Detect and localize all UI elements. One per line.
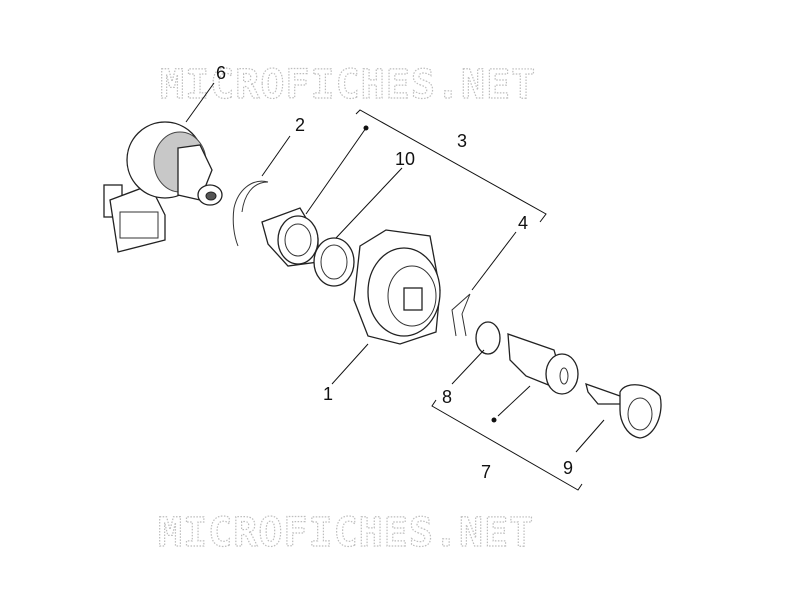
- watermark-top: MICROFICHES.NET: [160, 62, 536, 108]
- leader-4: [471, 231, 517, 291]
- leader-7-barrel: [497, 385, 531, 417]
- washer-outer: [313, 237, 355, 287]
- part-1-lock-housing: [353, 229, 441, 345]
- callout-8: 8: [442, 387, 452, 407]
- callout-6: 6: [216, 63, 226, 83]
- barrel-keyslot: [559, 367, 569, 385]
- leader-lines: [185, 82, 605, 491]
- leader-10: [335, 167, 403, 239]
- callout-2: 2: [295, 115, 305, 135]
- part-3-sleeve: [261, 207, 319, 267]
- leader-6: [185, 82, 215, 123]
- barrel-face: [545, 353, 579, 395]
- switch-keyhole: [205, 191, 217, 201]
- leader-1: [331, 343, 369, 385]
- part-7-lock-barrel: [507, 333, 579, 395]
- callout-3: 3: [457, 131, 467, 151]
- part-9-key: [585, 382, 662, 439]
- bracket-7: [431, 399, 583, 491]
- part-2-spring-clip: [232, 180, 269, 247]
- key-head-grip: [627, 397, 653, 431]
- callout-9: 9: [563, 458, 573, 478]
- key-head: [619, 384, 662, 439]
- key-blade: [585, 382, 623, 405]
- callout-1: 1: [323, 384, 333, 404]
- sleeve-rim: [277, 215, 319, 265]
- bracket-7-dot: [491, 417, 497, 423]
- callout-7: 7: [481, 462, 491, 482]
- sleeve-bore: [284, 223, 312, 257]
- housing-square-socket: [403, 287, 423, 311]
- leader-9: [575, 419, 605, 453]
- switch-bracket-window: [119, 211, 159, 239]
- part-10-washer: [313, 237, 355, 287]
- watermark-bottom: MICROFICHES.NET: [158, 510, 534, 556]
- leader-8: [451, 349, 485, 385]
- bracket-3: [355, 109, 547, 223]
- washer-inner: [320, 244, 348, 280]
- leader-2: [261, 135, 291, 177]
- callout-10: 10: [395, 149, 415, 169]
- part-6-ignition-switch: [103, 121, 223, 253]
- part-4-u-clip: [451, 293, 471, 337]
- callout-4: 4: [518, 213, 528, 233]
- part-8-o-ring: [475, 321, 501, 355]
- leader-3-sleeve: [305, 127, 367, 215]
- housing-face-ring: [387, 265, 437, 327]
- bracket-3-dot: [363, 125, 369, 131]
